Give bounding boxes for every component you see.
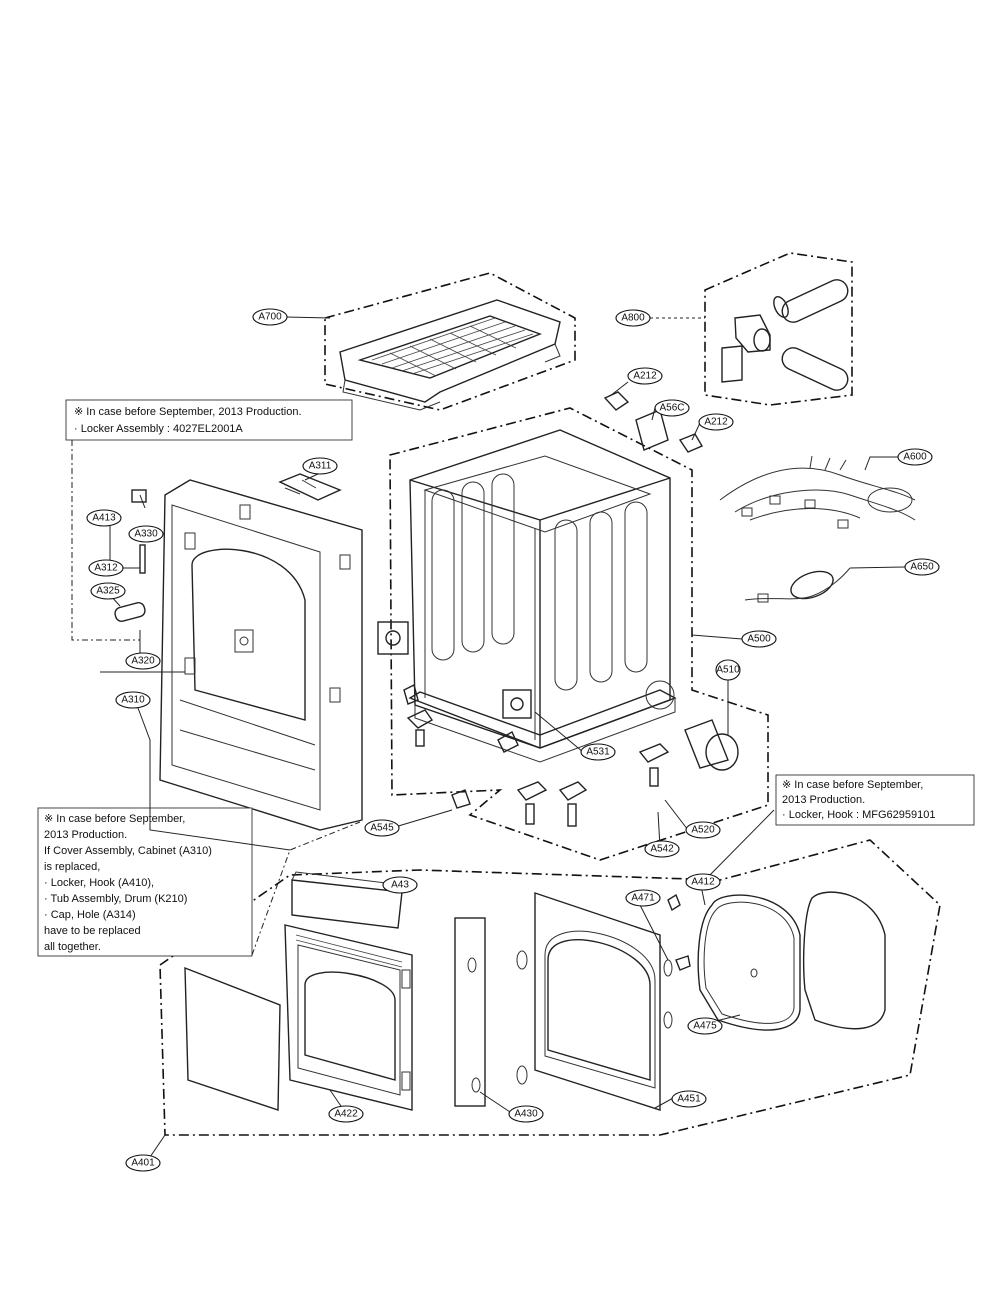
callout-a43: A43 (382, 876, 418, 894)
callout-a212-right-label: A212 (704, 417, 728, 428)
callout-a413: A413 (86, 509, 122, 527)
callout-a700: A700 (252, 308, 288, 326)
callout-a650: A650 (904, 558, 940, 576)
callout-a800: A800 (615, 309, 651, 327)
note-locker-assembly-line1: ※ In case before September, 2013 Product… (74, 406, 302, 418)
latch-parts-left (114, 473, 342, 622)
exhaust-a510 (684, 719, 739, 771)
leader-lines (71, 316, 906, 1164)
callout-a330: A330 (128, 525, 164, 543)
hooks-a471-a412 (667, 893, 691, 971)
top-panel-group-outline (324, 272, 576, 411)
note-locker-assembly: ※ In case before September, 2013 Product… (65, 399, 353, 441)
callout-a475-label: A475 (693, 1021, 717, 1032)
callout-a401: A401 (125, 1154, 161, 1172)
callout-a800-label: A800 (621, 313, 645, 324)
callout-a56c: A56C (654, 399, 690, 417)
gasket-a475 (697, 894, 801, 1031)
callout-a510: A510 (715, 659, 741, 681)
door-panel-a422 (284, 924, 413, 1111)
callout-a422: A422 (328, 1105, 364, 1123)
callout-a312-label: A312 (94, 563, 118, 574)
hinge-bar-a430 (454, 917, 528, 1107)
note-cover-assembly-line3: If Cover Assembly, Cabinet (A310) (44, 845, 212, 857)
callout-a310: A310 (115, 691, 151, 709)
callout-a531-label: A531 (586, 747, 610, 758)
strip-a43 (291, 871, 403, 929)
callout-a56c-label: A56C (659, 403, 684, 414)
callout-a475: A475 (687, 1017, 723, 1035)
note-cover-assembly: ※ In case before September, 2013 Product… (37, 807, 253, 957)
group-outlines (159, 252, 941, 1136)
note-locker-hook-line2: 2013 Production. (782, 794, 865, 806)
harness-a600 (719, 455, 916, 529)
top-panel-a700 (339, 299, 561, 411)
duct-a800 (721, 279, 849, 391)
callout-a531: A531 (580, 743, 616, 761)
callout-a520: A520 (685, 821, 721, 839)
callout-a545: A545 (364, 819, 400, 837)
callout-a401-label: A401 (131, 1158, 155, 1169)
callout-a310-label: A310 (121, 695, 145, 706)
note-locker-hook-line1: ※ In case before September, (782, 779, 923, 791)
callout-a600-label: A600 (903, 452, 927, 463)
callout-a212-top-label: A212 (633, 371, 657, 382)
note-locker-hook: ※ In case before September, 2013 Product… (775, 774, 975, 826)
front-frame-a310 (159, 479, 363, 831)
note-cover-assembly-line1: ※ In case before September, (44, 813, 185, 825)
callout-a330-label: A330 (134, 529, 158, 540)
note-cover-assembly-line8: have to be replaced (44, 925, 141, 937)
legs-and-feet (403, 683, 670, 827)
cabinet-group-outline (389, 407, 769, 861)
callout-a320-label: A320 (131, 656, 155, 667)
callout-a542-label: A542 (650, 844, 674, 855)
callout-a650-label: A650 (910, 562, 934, 573)
callout-a312: A312 (88, 559, 124, 577)
callout-a451-label: A451 (677, 1094, 701, 1105)
note-locker-hook-line3: · Locker, Hook : MFG62959101 (782, 809, 935, 821)
note-cover-assembly-line5: · Locker, Hook (A410), (44, 877, 154, 889)
callout-a413-label: A413 (92, 513, 116, 524)
callout-a600: A600 (897, 448, 933, 466)
callout-a520-label: A520 (691, 825, 715, 836)
cabinet-a500 (377, 429, 677, 763)
harness-a650 (744, 567, 851, 603)
callout-a430: A430 (508, 1105, 544, 1123)
callout-a500-label: A500 (747, 634, 771, 645)
note-cover-assembly-line6: · Tub Assembly, Drum (K210) (44, 893, 187, 905)
note-cover-assembly-line7: · Cap, Hole (A314) (44, 909, 136, 921)
callout-a545-label: A545 (370, 823, 394, 834)
note-cover-assembly-line2: 2013 Production. (44, 829, 127, 841)
callout-a311-label: A311 (309, 461, 332, 472)
callout-a311: A311 (302, 457, 338, 475)
door-glass (184, 966, 281, 1111)
callout-a325-label: A325 (96, 586, 120, 597)
note-cover-assembly-line4: is replaced, (44, 861, 100, 873)
callout-a430-label: A430 (514, 1109, 538, 1120)
callout-a412-label: A412 (691, 877, 715, 888)
inner-door-a451 (534, 892, 673, 1111)
callout-a542: A542 (644, 840, 680, 858)
callout-a471: A471 (625, 889, 661, 907)
door-group-outline (159, 839, 941, 1136)
callout-a325: A325 (90, 582, 126, 600)
callout-a212-right: A212 (698, 413, 734, 431)
callout-a422-label: A422 (334, 1109, 358, 1120)
duct-group-outline (704, 252, 853, 406)
callout-a451: A451 (671, 1090, 707, 1108)
callout-a43-label: A43 (391, 880, 409, 891)
outer-glass (802, 891, 886, 1030)
note-locker-assembly-line2: · Locker Assembly : 4027EL2001A (74, 423, 243, 435)
callout-a212-top: A212 (627, 367, 663, 385)
callout-a500: A500 (741, 630, 777, 648)
brackets-a212 (603, 391, 704, 453)
callout-a510-label: A510 (716, 665, 740, 676)
note-cover-assembly-line9: all together. (44, 941, 101, 953)
callout-a320: A320 (125, 652, 161, 670)
callout-a412: A412 (685, 873, 721, 891)
callout-a700-label: A700 (258, 312, 282, 323)
callout-a471-label: A471 (631, 893, 655, 904)
